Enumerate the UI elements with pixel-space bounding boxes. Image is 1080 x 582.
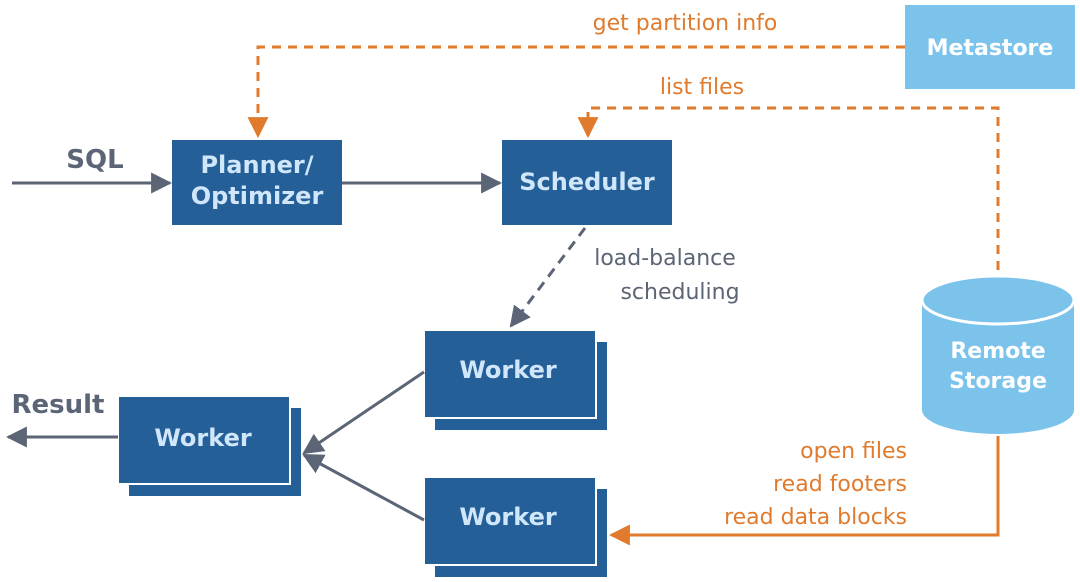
storage-to-worker-edge: open files read footers read data blocks <box>608 436 1000 546</box>
worker-top-to-left-edge <box>302 370 425 455</box>
planner-label-line1: Planner/ <box>200 151 313 179</box>
load-balance-label-line2: scheduling <box>620 280 739 305</box>
read-footers-label: read footers <box>773 472 907 497</box>
get-partition-info-label: get partition info <box>593 11 778 36</box>
load-balance-label-line1: load-balance <box>594 246 736 271</box>
result-label: Result <box>12 390 105 420</box>
worker-bottom-node: Worker <box>423 476 607 577</box>
worker-bottom-label: Worker <box>459 503 557 531</box>
sql-input-edge: SQL <box>12 145 173 194</box>
list-files-label: list files <box>660 75 744 100</box>
worker-top-node: Worker <box>423 329 607 430</box>
storage-label-line2: Storage <box>949 369 1047 394</box>
scheduler-node: Scheduler <box>502 140 672 225</box>
metastore-node: Metastore <box>905 5 1075 89</box>
remote-storage-node: Remote Storage <box>920 274 1076 434</box>
read-data-blocks-label: read data blocks <box>724 505 907 530</box>
scheduler-label: Scheduler <box>519 168 655 196</box>
worker-left-label: Worker <box>154 424 252 452</box>
load-balance-edge: load-balance scheduling <box>509 227 740 328</box>
list-files-edge: list files <box>577 75 1000 270</box>
planner-optimizer-node: Planner/ Optimizer <box>172 140 342 225</box>
open-files-label: open files <box>800 439 907 464</box>
get-partition-info-edge: get partition info <box>247 11 905 139</box>
sql-label: SQL <box>66 145 123 175</box>
worker-bottom-to-left-edge <box>302 453 425 522</box>
metastore-label: Metastore <box>927 36 1054 61</box>
worker-top-label: Worker <box>459 356 557 384</box>
storage-label-line1: Remote <box>950 339 1045 364</box>
result-output-edge: Result <box>5 390 118 448</box>
planner-label-line2: Optimizer <box>191 182 324 210</box>
worker-left-node: Worker <box>117 395 301 496</box>
